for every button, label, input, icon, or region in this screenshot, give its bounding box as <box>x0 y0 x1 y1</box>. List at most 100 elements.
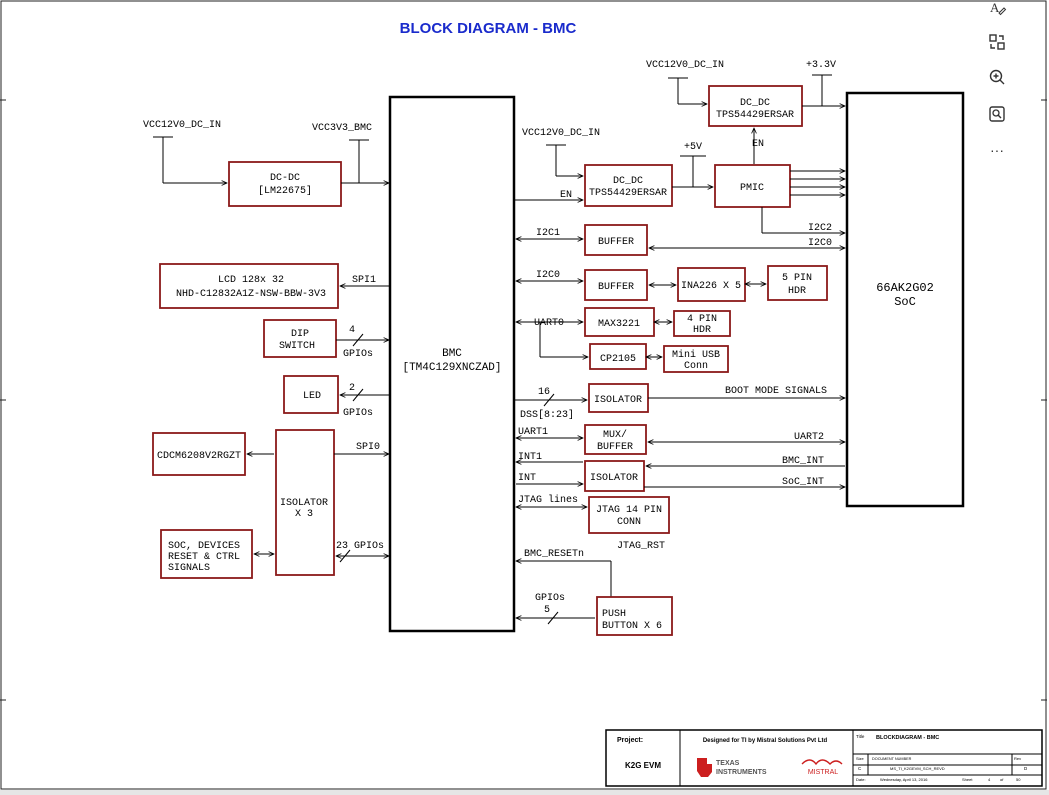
doc-no: DOCUMENT NUMBER <box>872 757 912 761</box>
sheet-value: 4 <box>988 777 991 782</box>
rev-value: D <box>1024 766 1028 771</box>
en-mid-label: EN <box>560 190 572 201</box>
cdcm-block <box>152 432 246 476</box>
plus5-label: +5V <box>684 142 702 153</box>
jtag-conn-block <box>588 496 670 534</box>
dcdc-left-line1: DC-DC <box>270 173 300 184</box>
boot-mode-label: BOOT MODE SIGNALS <box>725 386 827 397</box>
int1-label: INT1 <box>518 452 542 463</box>
dcdc-left-line2: [LM22675] <box>258 185 312 197</box>
lcd-line1: LCD 128x 32 <box>218 275 284 286</box>
led-count-label: 2 <box>349 383 355 394</box>
sheet-label: Sheet <box>962 777 973 782</box>
project-value: K2G EVM <box>625 761 661 770</box>
size-label: Size <box>856 756 865 761</box>
soc-name: 66AK2G02 <box>876 281 934 295</box>
vcc3v3-label: VCC3V3_BMC <box>312 123 372 134</box>
dip-gpios-label: GPIOs <box>343 349 373 360</box>
side-toolbar: A ··· <box>978 0 1018 170</box>
led-label: LED <box>303 391 321 402</box>
i2c0-soc-label: I2C0 <box>808 238 832 249</box>
image-search-icon[interactable] <box>983 100 1011 128</box>
more-icon[interactable]: ··· <box>983 136 1011 164</box>
max3221-label: MAX3221 <box>598 319 640 330</box>
bmc-block <box>388 95 516 633</box>
designed-by: Designed for TI by Mistral Solutions Pvt… <box>703 738 828 744</box>
buffer1-label: BUFFER <box>598 237 634 248</box>
isolator-boot-label: ISOLATOR <box>594 395 642 406</box>
lcd-line2: NHD-C12832A1Z-NSW-BBW-3V3 <box>176 289 326 300</box>
soc-dev-line2: RESET & CTRL <box>168 552 240 563</box>
vcc12-top-label: VCC12V0_DC_IN <box>646 60 724 71</box>
mux-buffer-block <box>584 424 647 455</box>
bmc-part: [TM4C129XNCZAD] <box>402 362 501 374</box>
bmc-name: BMC <box>442 348 462 360</box>
bmc-reset-label: BMC_RESETn <box>524 549 584 560</box>
dss-label: DSS[8:23] <box>520 409 574 421</box>
hdr5-line2: HDR <box>788 286 806 297</box>
date-value: Wednesday, April 13, 2016 <box>880 777 928 782</box>
soc-dev-line1: SOC, DEVICES <box>168 541 240 552</box>
svg-text:A: A <box>990 0 1000 15</box>
doc-file: MS_TI_K2GEVM_SCH_REVD <box>890 766 945 771</box>
ti-logo-line1: TEXAS <box>716 760 740 767</box>
uart0-label: UART0 <box>534 318 564 329</box>
size-value: C <box>858 766 862 771</box>
vcc12-left-label: VCC12V0_DC_IN <box>143 120 221 131</box>
hdr5-block <box>767 265 828 301</box>
hdr4-line2: HDR <box>693 325 711 336</box>
isolator-int-label: ISOLATOR <box>590 473 638 484</box>
title-block: Project: K2G EVM Designed for TI by Mist… <box>605 729 1043 787</box>
jtag-line1: JTAG 14 PIN <box>596 505 662 516</box>
soc-int-label: SoC_INT <box>782 477 824 488</box>
plus33-label: +3.3V <box>806 60 836 71</box>
zoom-in-icon[interactable] <box>983 63 1011 91</box>
isolator-x3-block <box>275 429 335 576</box>
spi0-label: SPI0 <box>356 442 380 453</box>
more-icon-glyph: ··· <box>990 142 1004 158</box>
uart2-label: UART2 <box>794 432 824 443</box>
bmc-int-label: BMC_INT <box>782 456 824 467</box>
dip-line2: SWITCH <box>279 341 315 352</box>
bottom-scroll-strip <box>0 790 1049 795</box>
dcdc-top-line1: DC_DC <box>740 98 770 109</box>
push-button-block <box>596 596 673 636</box>
hdr5-line1: 5 PIN <box>782 273 812 284</box>
mistral-logo: MISTRAL <box>801 759 843 776</box>
soc-dev-line3: SIGNALS <box>168 563 210 574</box>
mux-line2: BUFFER <box>597 442 633 453</box>
cdcm-label: CDCM6208V2RGZT <box>157 451 241 462</box>
lcd-block <box>159 263 339 309</box>
spi1-label: SPI1 <box>352 275 376 286</box>
dcdc-mid-line2: TPS54429ERSAR <box>589 188 667 199</box>
uart1-label: UART1 <box>518 427 548 438</box>
pb-gpios-label: GPIOs <box>535 593 565 604</box>
buffer1-block <box>584 224 648 256</box>
gpio23-label: 23 GPIOs <box>336 541 384 552</box>
swap-icon[interactable] <box>983 28 1011 56</box>
soc-devices-block <box>160 529 253 579</box>
date-label: Date: <box>856 777 866 782</box>
soc-block <box>845 91 965 508</box>
dip-switch-block <box>263 319 337 358</box>
pb-count-label: 5 <box>544 605 550 616</box>
dcdc-mid-line1: DC_DC <box>613 176 643 187</box>
text-style-icon[interactable]: A <box>983 0 1011 22</box>
diagram-title: BLOCK DIAGRAM - BMC <box>400 20 577 37</box>
mistral-text: MISTRAL <box>808 769 838 776</box>
dss-count: 16 <box>538 387 550 398</box>
of-label: of <box>1000 777 1004 782</box>
dcdc-top-line2: TPS54429ERSAR <box>716 110 794 121</box>
mini-usb-block <box>663 345 729 373</box>
dip-count-label: 4 <box>349 325 355 336</box>
hdr4-block <box>673 310 731 337</box>
ti-logo: TEXAS INSTRUMENTS <box>697 758 767 777</box>
dcdc-lm22675-block <box>228 161 342 207</box>
isolator-x3-line1: ISOLATOR <box>280 498 328 509</box>
sheets-value: 50 <box>1016 777 1021 782</box>
title-value: BLOCKDIAGRAM - BMC <box>876 735 939 741</box>
pmic-block <box>714 164 791 208</box>
project-label: Project: <box>617 737 643 744</box>
i2c2-label: I2C2 <box>808 223 832 234</box>
